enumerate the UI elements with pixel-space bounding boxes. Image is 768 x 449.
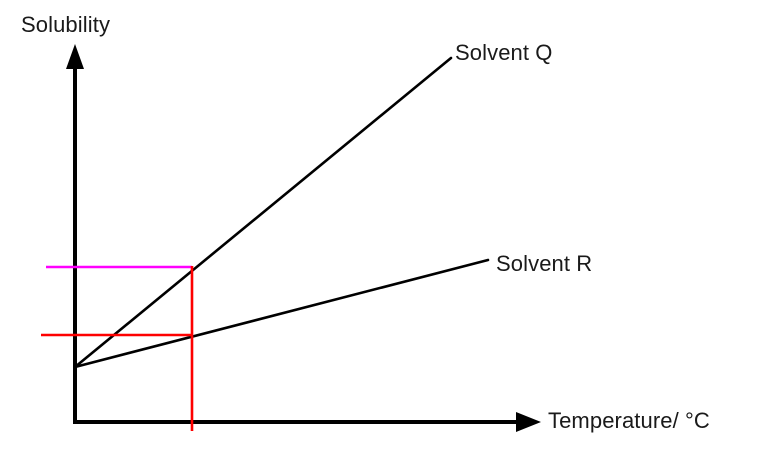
- series-label-solvent-q: Solvent Q: [455, 40, 553, 65]
- series-line-solvent-r: [73, 258, 490, 369]
- x-axis-arrowhead-icon: [516, 412, 541, 432]
- series-line-solvent-q: [73, 56, 453, 369]
- series-label-solvent-r: Solvent R: [496, 251, 593, 276]
- x-axis-title: Temperature/ °C: [548, 408, 710, 433]
- y-axis-arrowhead-icon: [66, 44, 84, 69]
- y-axis-title: Solubility: [21, 12, 111, 37]
